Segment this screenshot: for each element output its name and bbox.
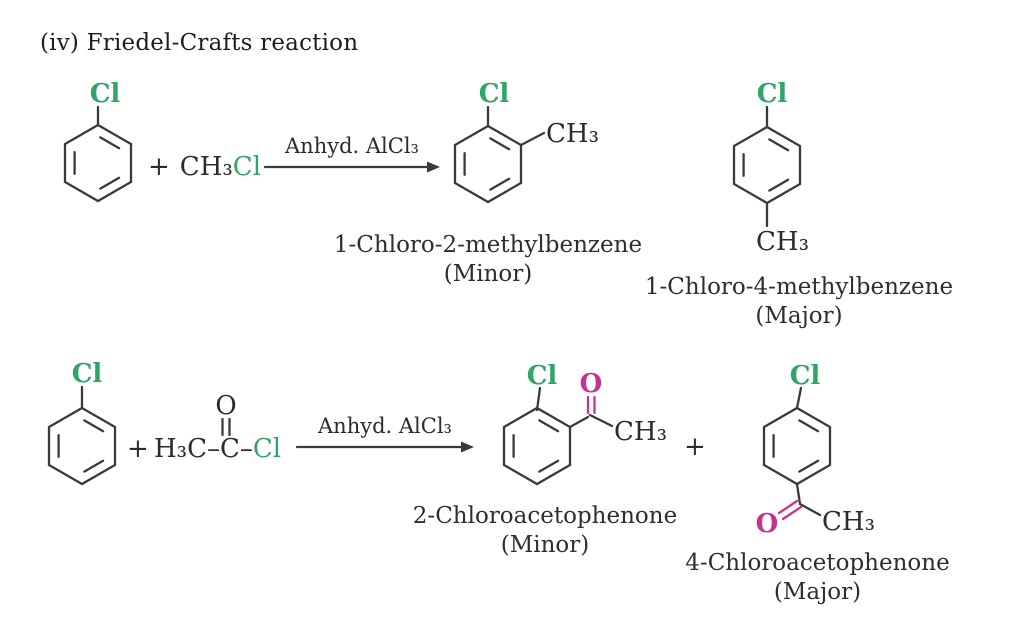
benzene-ring [453,124,523,204]
section-title: (iv) Friedel-Crafts reaction [40,30,359,56]
ortho-product-label-r2: 2-Chloroacetophenone (Minor) [405,502,685,560]
methyl-group-label: CH₃ [614,417,667,447]
methyl-group-label: CH₃ [756,227,809,257]
methyl-bond [588,413,614,428]
cl-bond [795,386,803,410]
chloroacetophenone-2-structure: Cl O CH₃ [502,361,667,486]
product-amount: (Minor) [500,532,590,558]
chloro-2-methylbenzene-structure: Cl CH₃ [453,79,599,204]
carbonyl-double-bond [781,505,803,521]
oxygen-atom-label: O [756,509,779,539]
bond-dash: – [207,434,220,464]
chlorobenzene-structure-r2: Cl [47,359,117,486]
methyl-bond [798,502,822,517]
chlorine-atom-label: Cl [527,361,558,391]
carbonyl-double-bond [777,499,799,515]
acyl-bond [568,415,590,429]
ortho-product-label-r1: 1-Chloro-2-methylbenzene (Minor) [330,231,646,289]
acyl-bond [795,482,802,506]
reaction-arrow-1: Anhyd. AlCl₃ [263,134,441,179]
arrow-icon [295,441,474,453]
acetyl-chloride-formula: H₃C–C–Cl [154,434,281,464]
methyl-group-label: H₃C [154,434,207,464]
benzene-ring [63,123,133,203]
chlorine-atom-label: Cl [790,361,821,391]
methyl-group-label: CH₃ [179,152,233,182]
benzene-ring [762,406,832,486]
benzene-ring [732,125,802,205]
acetyl-chloride-structure: O H₃C–C–Cl [154,391,281,464]
arrow-icon [263,161,440,173]
methyl-bond [519,131,546,147]
product-name: 4-Chloroacetophenone [685,550,950,576]
chlorine-atom-label: Cl [253,434,281,464]
chlorine-atom-label: Cl [757,79,788,109]
chlorine-atom-label: Cl [479,79,510,109]
benzene-ring [502,406,572,486]
methyl-group-label: CH₃ [546,119,599,149]
product-name: 1-Chloro-2-methylbenzene [333,232,643,258]
para-product-label-r2: 4-Chloroacetophenone (Major) [660,549,975,607]
chlorobenzene-structure-r1: Cl [63,79,133,203]
plus-sign: + [127,434,149,464]
condition-text: Anhyd. AlCl₃ [285,134,419,158]
methyl-group-label: CH₃ [822,507,875,537]
para-product-label-r1: 1-Chloro-4-methylbenzene (Major) [641,273,957,331]
arrow-head [427,161,440,173]
benzene-ring [47,406,117,486]
chlorine-atom-label: Cl [72,359,103,389]
methyl-chloride-formula: + CH₃Cl [148,154,261,180]
oxygen-atom-label: O [215,391,236,421]
oxygen-atom-label: O [580,369,603,399]
product-name: 1-Chloro-4-methylbenzene [644,274,954,300]
bond-dash: – [240,434,253,464]
cl-bond [535,386,542,412]
chlorine-atom-label: Cl [90,79,121,109]
chloroacetophenone-4-structure: Cl O CH₃ [756,361,875,539]
product-amount: (Major) [773,579,862,605]
plus-sign: + [148,152,170,182]
chlorine-atom-label: Cl [232,152,262,182]
condition-text: Anhyd. AlCl₃ [318,414,452,438]
product-amount: (Major) [755,303,843,329]
arrow-head [461,441,474,453]
product-amount: (Minor) [443,261,533,287]
chloro-4-methylbenzene-structure: Cl CH₃ [732,79,809,257]
carbonyl-carbon-label: C [220,434,240,464]
product-name: 2-Chloroacetophenone [412,503,678,529]
plus-sign: + [684,432,706,462]
reaction-arrow-2: Anhyd. AlCl₃ [295,414,475,459]
